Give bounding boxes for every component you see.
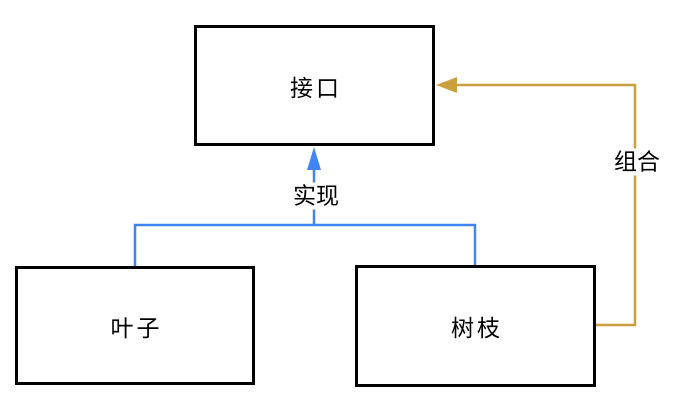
compose-edge-line	[453, 83, 637, 327]
compose-arrowhead-left-icon	[436, 77, 457, 93]
compose-edge-label: 组合	[611, 148, 663, 176]
node-leaf: 叶子	[15, 266, 255, 385]
node-interface: 接口	[194, 25, 435, 146]
node-branch-label: 树枝	[451, 315, 503, 341]
realize-edge-label: 实现	[290, 182, 342, 210]
node-leaf-label: 叶子	[110, 314, 163, 341]
node-branch: 树枝	[355, 265, 596, 387]
realize-edge-branch-lines	[133, 223, 477, 267]
realize-arrowhead-up-icon	[307, 147, 321, 170]
node-interface-label: 接口	[290, 74, 342, 101]
